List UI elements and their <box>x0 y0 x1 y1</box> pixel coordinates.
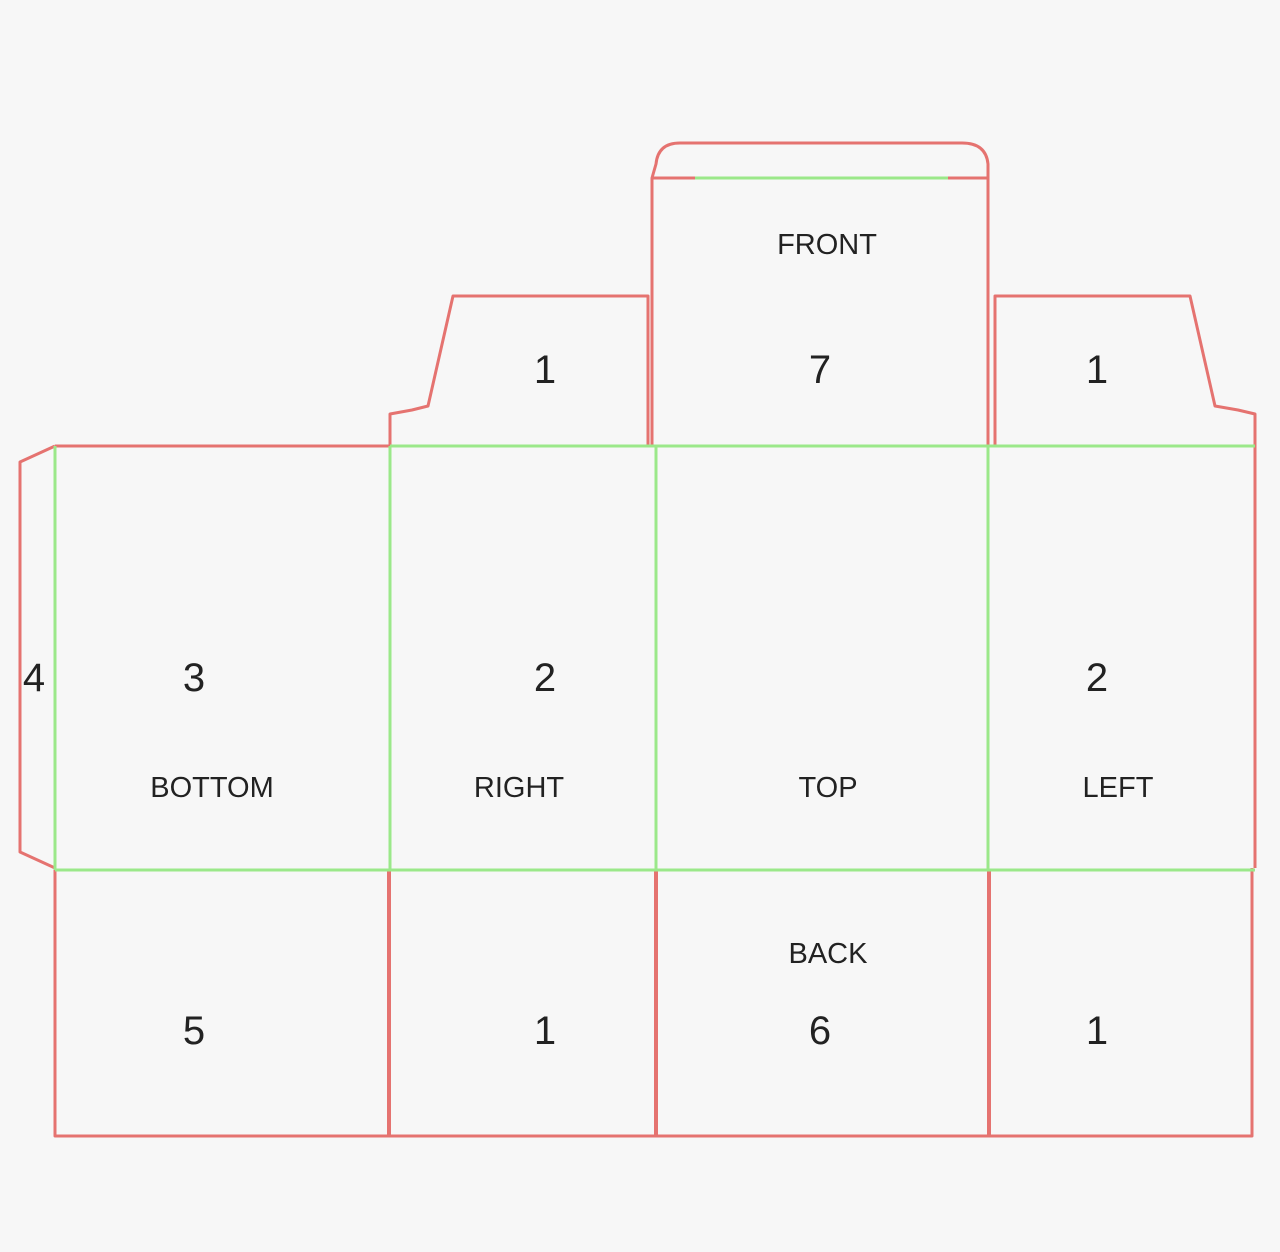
glue-flap-outline <box>18 444 56 870</box>
right-top-flap-number: 1 <box>534 348 556 392</box>
left-panel-name: LEFT <box>1083 772 1154 804</box>
lower-flaps-outline <box>53 868 1254 1138</box>
front-panel-number: 7 <box>809 348 831 392</box>
back-panel-number: 6 <box>809 1009 831 1053</box>
top-panel-name: TOP <box>798 772 857 804</box>
front-panel-name: FRONT <box>777 229 877 261</box>
bottom-lower-flap-number: 5 <box>183 1009 205 1053</box>
back-panel-name: BACK <box>789 938 869 970</box>
left-top-flap-outline <box>993 294 1257 445</box>
right-panel-number: 2 <box>534 656 556 700</box>
front-panel-outline <box>650 141 990 445</box>
labels: FRONT 7 1 1 4 3 BOTTOM 2 RIGHT TOP 2 LEF… <box>23 229 1154 1053</box>
cut-lines <box>18 141 1257 1138</box>
right-panel-name: RIGHT <box>474 772 565 804</box>
right-top-flap-outline <box>388 294 650 445</box>
left-top-flap-number: 1 <box>1086 348 1108 392</box>
glue-flap-number: 4 <box>23 656 45 700</box>
bottom-panel-name: BOTTOM <box>150 772 274 804</box>
left-lower-flap-number: 1 <box>1086 1009 1108 1053</box>
right-lower-flap-number: 1 <box>534 1009 556 1053</box>
bottom-panel-number: 3 <box>183 656 205 700</box>
fold-lines <box>53 176 1255 872</box>
left-panel-number: 2 <box>1086 656 1108 700</box>
